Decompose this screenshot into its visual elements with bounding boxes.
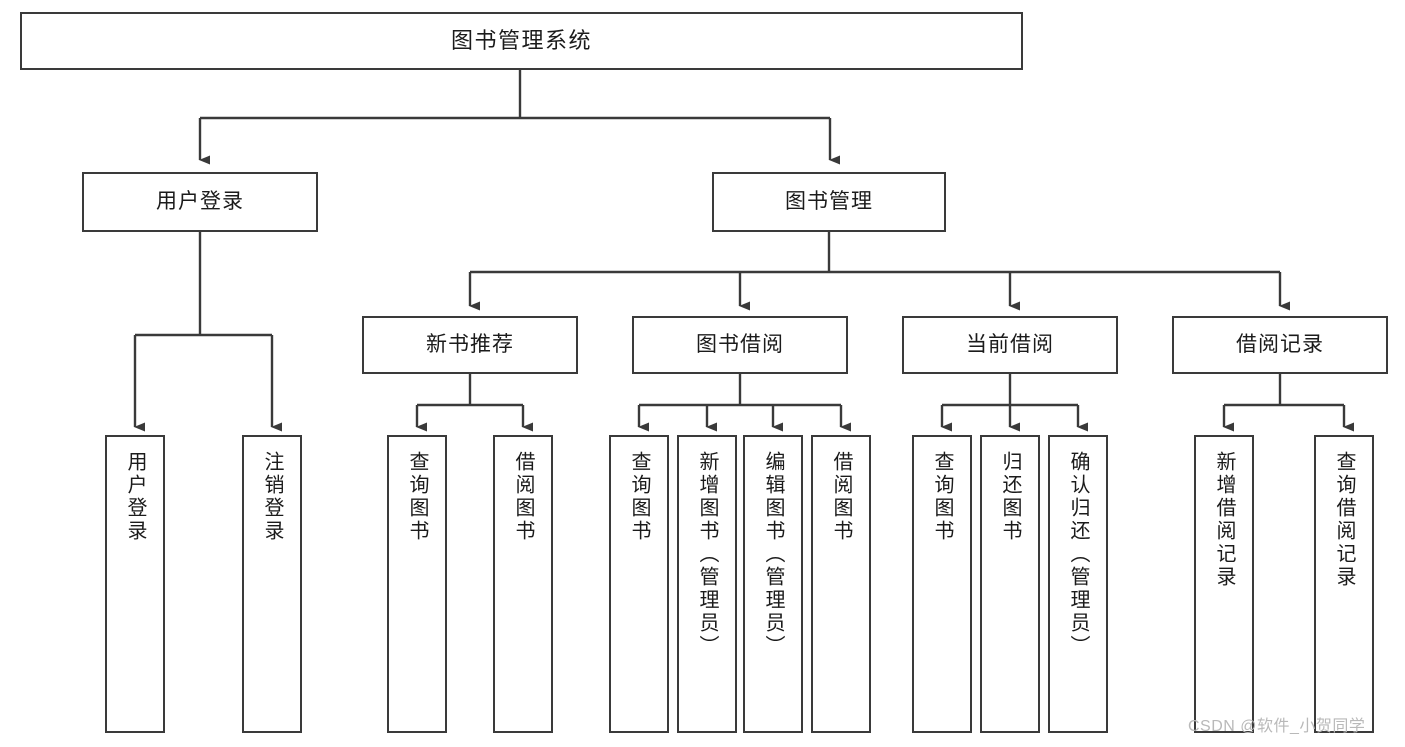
node-leaf-user-login-label: 用户登录 bbox=[124, 451, 146, 543]
node-leaf-borrow-query-books[interactable]: 查询图书 bbox=[609, 435, 669, 733]
node-current-borrowing[interactable]: 当前借阅 bbox=[902, 316, 1118, 374]
node-leaf-current-query-books[interactable]: 查询图书 bbox=[912, 435, 972, 733]
node-leaf-current-confirm-return-admin[interactable]: 确认归还（管理员） bbox=[1048, 435, 1108, 733]
node-leaf-current-return-books-label: 归还图书 bbox=[999, 451, 1021, 543]
node-leaf-logout[interactable]: 注销登录 bbox=[242, 435, 302, 733]
node-leaf-current-return-books[interactable]: 归还图书 bbox=[980, 435, 1040, 733]
node-leaf-newbook-borrow-books[interactable]: 借阅图书 bbox=[493, 435, 553, 733]
node-new-book-recommendation-label: 新书推荐 bbox=[426, 332, 514, 356]
node-leaf-borrow-add-book-admin-label: 新增图书（管理员） bbox=[696, 451, 718, 658]
node-leaf-borrow-edit-book-admin-label: 编辑图书（管理员） bbox=[762, 451, 784, 658]
node-leaf-borrow-edit-book-admin[interactable]: 编辑图书（管理员） bbox=[743, 435, 803, 733]
node-leaf-borrow-borrow-books-label: 借阅图书 bbox=[830, 451, 852, 543]
node-root-label: 图书管理系统 bbox=[450, 28, 592, 54]
node-leaf-newbook-borrow-books-label: 借阅图书 bbox=[512, 451, 534, 543]
node-borrowing-records-label: 借阅记录 bbox=[1236, 332, 1324, 356]
node-root-book-management-system[interactable]: 图书管理系统 bbox=[20, 12, 1023, 70]
node-borrowing-records[interactable]: 借阅记录 bbox=[1172, 316, 1388, 374]
node-leaf-current-query-books-label: 查询图书 bbox=[931, 451, 953, 543]
node-leaf-newbook-query-books[interactable]: 查询图书 bbox=[387, 435, 447, 733]
csdn-watermark: CSDN @软件_小贺同学 bbox=[1188, 718, 1366, 735]
node-leaf-borrow-query-books-label: 查询图书 bbox=[628, 451, 650, 543]
node-leaf-records-query-record[interactable]: 查询借阅记录 bbox=[1314, 435, 1374, 733]
node-user-login[interactable]: 用户登录 bbox=[82, 172, 318, 232]
node-leaf-current-confirm-return-admin-label: 确认归还（管理员） bbox=[1067, 451, 1089, 658]
node-leaf-records-query-record-label: 查询借阅记录 bbox=[1333, 451, 1355, 589]
node-book-borrowing[interactable]: 图书借阅 bbox=[632, 316, 848, 374]
node-book-borrowing-label: 图书借阅 bbox=[696, 332, 784, 356]
node-book-management-label: 图书管理 bbox=[785, 189, 873, 213]
node-leaf-records-add-record-label: 新增借阅记录 bbox=[1213, 451, 1235, 589]
node-new-book-recommendation[interactable]: 新书推荐 bbox=[362, 316, 578, 374]
node-leaf-user-login[interactable]: 用户登录 bbox=[105, 435, 165, 733]
node-leaf-newbook-query-books-label: 查询图书 bbox=[406, 451, 428, 543]
node-leaf-records-add-record[interactable]: 新增借阅记录 bbox=[1194, 435, 1254, 733]
node-current-borrowing-label: 当前借阅 bbox=[966, 332, 1054, 356]
node-book-management[interactable]: 图书管理 bbox=[712, 172, 946, 232]
node-leaf-logout-label: 注销登录 bbox=[261, 451, 283, 543]
node-user-login-label: 用户登录 bbox=[156, 189, 244, 213]
node-leaf-borrow-add-book-admin[interactable]: 新增图书（管理员） bbox=[677, 435, 737, 733]
node-leaf-borrow-borrow-books[interactable]: 借阅图书 bbox=[811, 435, 871, 733]
